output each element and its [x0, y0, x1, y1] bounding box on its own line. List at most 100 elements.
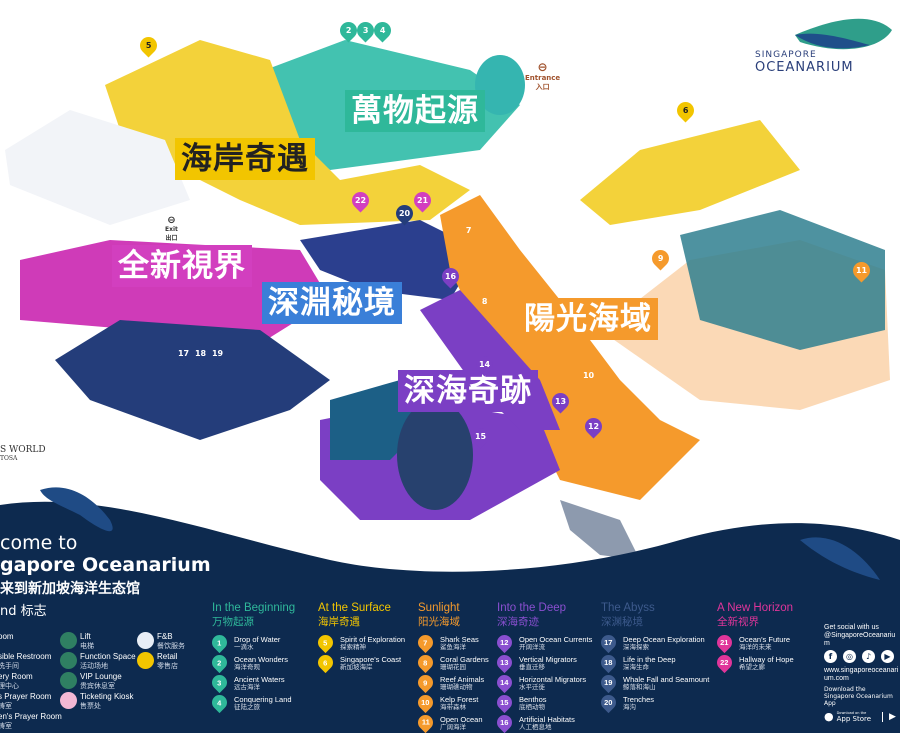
- pin-number: 17: [177, 349, 190, 359]
- social-line1: Get social with us: [824, 624, 879, 631]
- item-name-zh: 一滴水: [234, 644, 254, 651]
- area-left-gallery[interactable]: [5, 110, 190, 225]
- pin-number: 1: [217, 638, 222, 648]
- zone-label-new-horizon[interactable]: 全新視界: [112, 245, 252, 287]
- area-new-horizon[interactable]: [20, 240, 330, 350]
- item-name: Horizontal Migrators: [519, 675, 587, 684]
- item-name-zh: 希望之廊: [739, 664, 765, 671]
- pin-number: 16: [444, 272, 457, 282]
- facility-name: s Prayer Room: [0, 692, 52, 701]
- entrance-marker[interactable]: ⊖ Entrance 入口: [525, 60, 560, 92]
- facebook-icon[interactable]: f: [824, 650, 837, 663]
- pin-number: 11: [421, 718, 430, 727]
- legend-background: [0, 501, 900, 733]
- facility-name: oom: [0, 632, 14, 641]
- pin-number: 17: [604, 638, 613, 647]
- area-sunlight-corridor[interactable]: [440, 195, 700, 500]
- pin-number: 5: [323, 638, 328, 648]
- area-sunlight-tank-water[interactable]: [680, 210, 885, 350]
- pin-number: 15: [500, 698, 509, 707]
- area-abyss[interactable]: [55, 320, 330, 440]
- item-name-zh: 海带森林: [440, 704, 466, 711]
- entrance-icon: ⊖: [537, 60, 548, 74]
- youtube-icon[interactable]: ▶: [881, 650, 894, 663]
- item-name: Singapore's Coast: [340, 655, 402, 664]
- area-at-the-surface[interactable]: [105, 40, 470, 225]
- website-link[interactable]: www.singaporeoceanarium.com: [824, 667, 899, 682]
- exit-label-zh: 出口: [165, 235, 178, 242]
- pin-number: 6: [323, 658, 328, 668]
- item-name-zh: 新加坡海岸: [340, 664, 373, 671]
- facility-name: ery Room: [0, 672, 33, 681]
- item-name-zh: 征陆之旅: [234, 704, 260, 711]
- facility-name: sible Restroom: [0, 652, 52, 661]
- zone-label-sunlight[interactable]: 陽光海域: [518, 298, 658, 340]
- area-exit-path[interactable]: [560, 500, 640, 560]
- item-name-zh: 广阔海洋: [440, 724, 466, 731]
- partner-logo-line2: TOSA: [0, 455, 18, 462]
- instagram-icon[interactable]: ◎: [843, 650, 856, 663]
- pin-number: 20: [604, 698, 613, 707]
- partner-logo-line1: S WORLD: [0, 445, 46, 455]
- ticket-icon: [60, 692, 77, 709]
- area-coast-exhibit[interactable]: [580, 120, 800, 225]
- pin-icon: 2: [208, 651, 231, 674]
- oceanarium-logo[interactable]: SINGAPORE OCEANARIUM: [755, 50, 854, 75]
- pin-number: 10: [582, 371, 595, 381]
- vip-lounge-icon: [60, 672, 77, 689]
- area-abyss-corridor[interactable]: [300, 220, 480, 300]
- pin-icon: 18: [597, 651, 620, 674]
- section-title-zh: 深海奇迹: [497, 616, 539, 628]
- item-name: Life in the Deep: [623, 655, 676, 664]
- pin-number: 18: [604, 658, 613, 667]
- zone-label-at-the-surface[interactable]: 海岸奇遇: [175, 138, 315, 180]
- section-title: Into the Deep: [497, 602, 567, 614]
- item-name: Hallway of Hope: [739, 655, 794, 664]
- lift-icon: [60, 632, 77, 649]
- pin-number: 22: [720, 658, 729, 667]
- manta-ray-icon: [40, 487, 113, 532]
- google-play-icon[interactable]: ▶: [882, 711, 896, 722]
- pin-icon: 1: [208, 631, 231, 654]
- pin-icon: 22: [713, 651, 736, 674]
- pin-icon: 17: [597, 631, 620, 654]
- item-name-zh: 海沟: [623, 704, 636, 711]
- pin-number: 6: [682, 106, 689, 116]
- facility-name: F&B: [157, 632, 173, 641]
- pin-number: 11: [855, 266, 868, 276]
- tiktok-icon[interactable]: ♪: [862, 650, 875, 663]
- item-name: Reef Animals: [440, 675, 485, 684]
- zone-label-into-the-deep[interactable]: 深海奇跡: [398, 370, 538, 412]
- zone-label-in-the-beginning[interactable]: 萬物起源: [345, 90, 485, 132]
- exit-marker[interactable]: ⊖ Exit 出口: [165, 215, 178, 242]
- zone-label-abyss[interactable]: 深淵秘境: [262, 282, 402, 324]
- facility-name: Ticketing Kiosk: [80, 692, 134, 701]
